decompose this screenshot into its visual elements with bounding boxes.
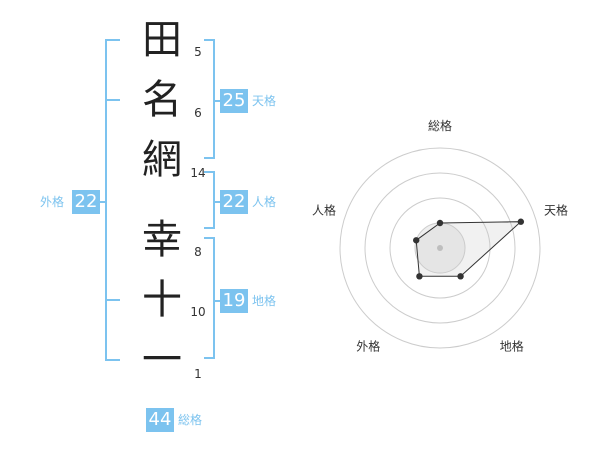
jinkaku-label: 人格 bbox=[252, 195, 277, 209]
gaikaku-bracket bbox=[105, 39, 120, 361]
radar-axis-label: 総格 bbox=[428, 118, 452, 133]
radar-point bbox=[457, 273, 464, 280]
radar-axis-label: 外格 bbox=[356, 339, 380, 354]
radar-ring bbox=[364, 172, 516, 324]
stroke-count-1: 5 bbox=[194, 45, 202, 59]
radar-rings bbox=[339, 147, 541, 349]
name-char-6: 一 bbox=[142, 337, 182, 383]
chikaku-value: 19 bbox=[220, 289, 248, 313]
soukaku-value: 44 bbox=[146, 408, 174, 432]
name-char-2: 名 bbox=[142, 77, 182, 123]
radar-points bbox=[413, 218, 525, 280]
radar-axis-label: 地格 bbox=[500, 339, 524, 354]
radar-point bbox=[413, 237, 420, 244]
chikaku-bracket bbox=[204, 237, 215, 359]
jinkaku-bracket bbox=[204, 171, 215, 229]
tenkaku-label: 天格 bbox=[252, 94, 277, 108]
tenkaku-bracket bbox=[204, 39, 215, 159]
radar-axis-label: 天格 bbox=[544, 202, 568, 217]
radar-area bbox=[415, 221, 523, 277]
name-char-5: 十 bbox=[142, 277, 182, 323]
stroke-count-5: 10 bbox=[190, 305, 206, 319]
gaikaku-value: 22 bbox=[72, 190, 100, 214]
stroke-count-4: 8 bbox=[194, 245, 202, 259]
radar-point bbox=[436, 219, 444, 227]
radar-ring bbox=[389, 197, 491, 299]
gaikaku-label: 外格 bbox=[40, 195, 65, 209]
radar-point bbox=[416, 273, 423, 280]
radar-axis-label: 人格 bbox=[312, 202, 336, 217]
name-char-4: 幸 bbox=[142, 217, 182, 263]
radar-point bbox=[517, 218, 525, 225]
stroke-count-3: 14 bbox=[190, 166, 206, 180]
tenkaku-value: 25 bbox=[220, 89, 248, 113]
name-char-1: 田 bbox=[142, 17, 182, 63]
radar-ring bbox=[339, 147, 541, 349]
chikaku-label: 地格 bbox=[252, 294, 277, 308]
radar-center-dot bbox=[437, 245, 443, 251]
name-char-3: 網 bbox=[142, 137, 182, 183]
stroke-count-2: 6 bbox=[194, 106, 202, 120]
jinkaku-value: 22 bbox=[220, 190, 248, 214]
stroke-count-6: 1 bbox=[194, 367, 202, 381]
soukaku-label: 総格 bbox=[178, 413, 203, 427]
